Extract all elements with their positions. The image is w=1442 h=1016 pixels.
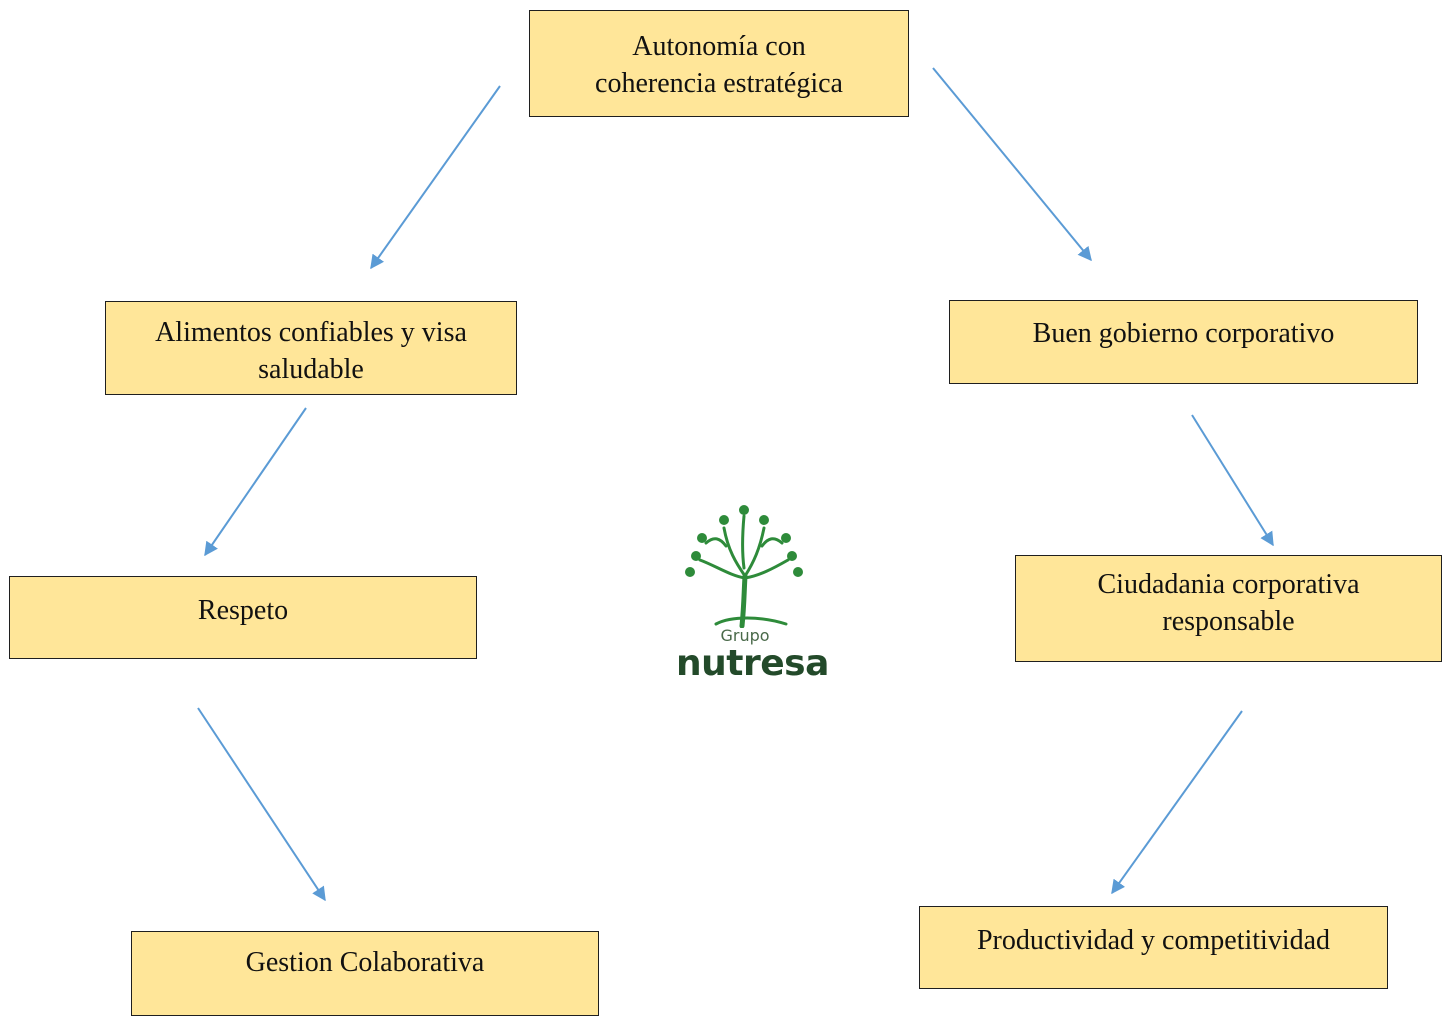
arrow-top-to-left1 <box>370 85 501 270</box>
arrow-right1-to-right2 <box>1191 414 1274 547</box>
node-productividad-line-1: Productividad y competitividad <box>976 925 1331 956</box>
logo-text-grupo: Grupo <box>720 626 770 645</box>
logo-text-nutresa: nutresa <box>676 643 829 684</box>
node-alimentos-line-1: Alimentos confiables y visa <box>155 317 467 348</box>
grupo-nutresa-logo: Grupo nutresa <box>676 498 829 694</box>
node-productividad: Productividad y competitividad <box>919 906 1388 989</box>
node-autonomia-line-2: coherencia estratégica <box>595 68 843 99</box>
node-autonomia: Autonomía con coherencia estratégica <box>529 10 909 117</box>
node-ciudadania-line-1: Ciudadania corporativa <box>1097 569 1360 600</box>
node-buen-gobierno-line-1: Buen gobierno corporativo <box>1032 318 1335 349</box>
node-alimentos: Alimentos confiables y visa saludable <box>105 301 517 395</box>
arrow-right2-to-right3 <box>1111 710 1243 895</box>
tree-icon <box>685 505 803 629</box>
node-buen-gobierno: Buen gobierno corporativo <box>949 300 1418 384</box>
node-ciudadania-line-2: responsable <box>1162 606 1295 637</box>
arrow-top-to-right1 <box>932 67 1092 262</box>
arrow-left2-to-left3 <box>197 707 326 902</box>
node-gestion: Gestion Colaborativa <box>131 931 599 1016</box>
arrow-left1-to-left2 <box>204 407 307 557</box>
node-ciudadania: Ciudadania corporativa responsable <box>1015 555 1442 662</box>
node-respeto-line-1: Respeto <box>197 595 289 626</box>
node-gestion-line-1: Gestion Colaborativa <box>245 947 485 978</box>
node-alimentos-line-2: saludable <box>258 354 364 385</box>
node-autonomia-line-1: Autonomía con <box>632 31 806 62</box>
node-respeto: Respeto <box>9 576 477 659</box>
